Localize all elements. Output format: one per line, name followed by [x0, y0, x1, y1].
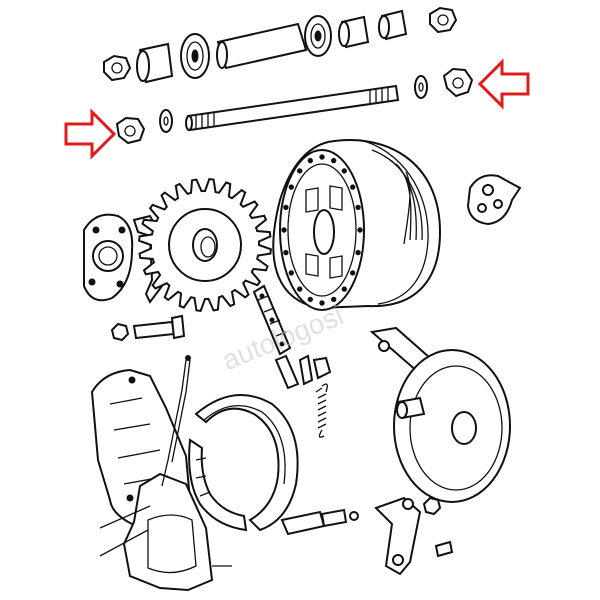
brake-shoe — [188, 394, 299, 532]
flange-plate — [83, 213, 134, 302]
spoke-hole — [319, 300, 325, 306]
guard-bracket — [99, 472, 232, 592]
center-sleeve — [216, 22, 308, 70]
sprocket — [138, 178, 272, 312]
chain-link-clip — [274, 354, 332, 390]
cam-plate — [466, 174, 522, 226]
spacer-right-1 — [338, 15, 370, 49]
spoke-hole — [283, 249, 289, 256]
bolt-nut — [110, 322, 130, 342]
brake-spring — [315, 383, 328, 438]
washer-right — [414, 75, 428, 99]
spacer-right-2 — [378, 9, 408, 41]
actuating-arm — [374, 496, 422, 576]
axle-nut-left — [115, 116, 146, 145]
spoke-hole — [283, 204, 289, 211]
spoke-hole — [319, 154, 325, 160]
spoke-hole — [297, 168, 303, 174]
small-nut-right — [422, 496, 442, 516]
axle-nut-right — [442, 67, 474, 98]
pin — [434, 540, 454, 558]
wheel-hub — [272, 139, 442, 311]
bearing-left — [180, 33, 210, 79]
spoke-hole — [288, 270, 294, 276]
arrow-left-icon — [477, 58, 530, 110]
spoke-hole — [281, 227, 287, 233]
spoke-hole — [288, 184, 294, 190]
spoke-hole — [331, 157, 337, 164]
brake-backing-plate — [369, 326, 511, 503]
spacer-tube-left — [136, 42, 174, 84]
spoke-hole — [331, 296, 337, 303]
spoke-hole — [341, 286, 347, 292]
spoke-hole — [341, 168, 347, 174]
spoke-hole — [350, 270, 356, 276]
spoke-hole — [307, 296, 313, 303]
spoke-hole — [357, 227, 363, 233]
nut-top-right — [429, 6, 458, 34]
brake-cam-lever — [280, 508, 359, 536]
spoke-hole — [297, 286, 303, 292]
bolt — [132, 314, 186, 340]
brake-cable — [161, 355, 191, 487]
spoke-holes — [281, 154, 363, 306]
spoke-hole — [350, 184, 356, 190]
washer-left — [159, 109, 173, 133]
bearing-right — [304, 15, 332, 57]
nut-top-left — [103, 54, 132, 82]
arrow-right-icon — [64, 108, 117, 160]
drive-chain — [252, 284, 292, 356]
axle-shaft — [185, 84, 400, 132]
spoke-hole — [307, 157, 313, 164]
spoke-hole — [355, 204, 361, 211]
spoke-hole — [355, 249, 361, 256]
